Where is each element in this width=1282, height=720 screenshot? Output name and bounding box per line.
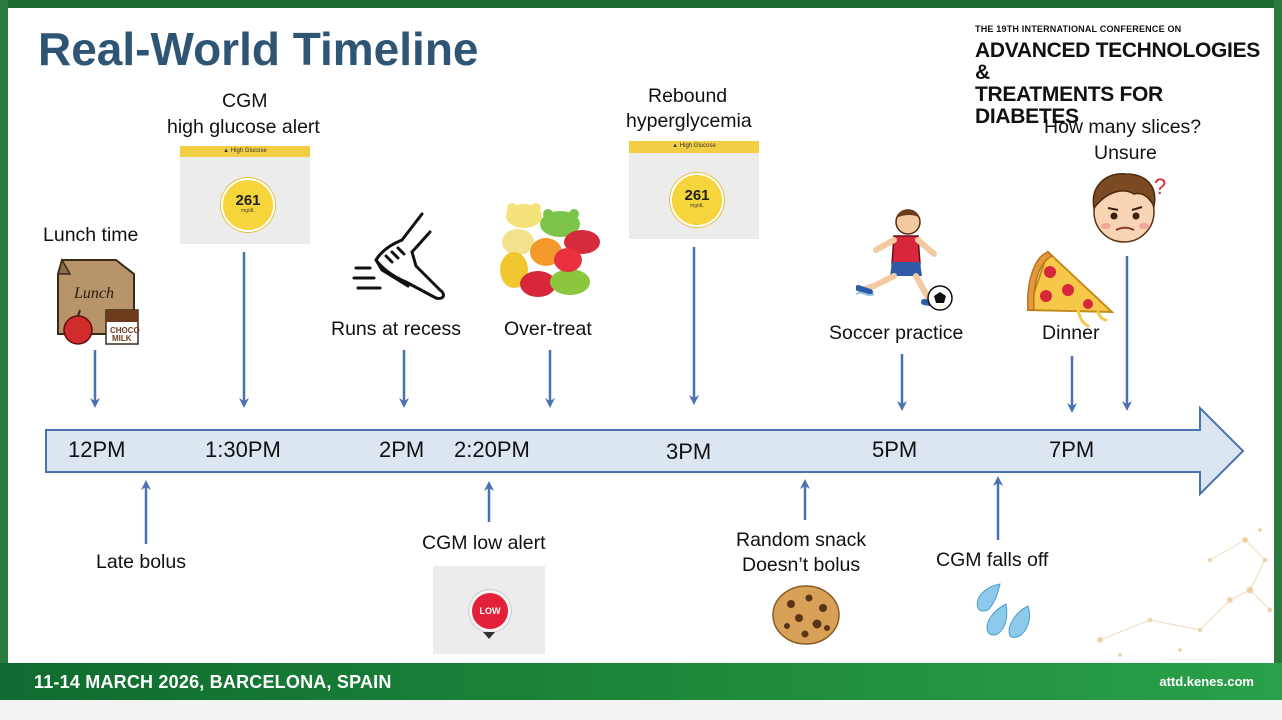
top-frame <box>0 0 1282 8</box>
label-late-bolus: Late bolus <box>96 551 186 573</box>
label-random-snack: Random snack <box>736 529 867 551</box>
water-drops-icon <box>976 583 1031 638</box>
label-rebound: Rebound <box>648 85 728 107</box>
conference-logo: THE 19TH INTERNATIONAL CONFERENCE ON ADV… <box>975 24 1270 128</box>
low-pointer-icon <box>483 632 495 639</box>
label-cgm: CGM <box>222 90 268 112</box>
label-doesnt-bolus: Doesn’t bolus <box>742 554 861 576</box>
footer-bar <box>0 663 1282 700</box>
label-unsure: Unsure <box>1094 142 1157 164</box>
lunch-bag-text: Lunch <box>73 285 114 302</box>
svg-text:?: ? <box>1154 174 1166 199</box>
glucose-value: 261 <box>235 192 261 209</box>
time-5pm: 5PM <box>872 437 918 462</box>
footer-dates: 11-14 MARCH 2026, BARCELONA, SPAIN <box>34 672 392 692</box>
right-frame <box>1274 0 1282 663</box>
left-frame <box>0 0 8 663</box>
label-over-treat: Over-treat <box>504 318 592 340</box>
conference-name-line1: ADVANCED TECHNOLOGIES & <box>975 39 1260 84</box>
gummy-bears-icon <box>500 203 600 297</box>
conference-name-line2: TREATMENTS FOR DIABETES <box>975 83 1163 128</box>
svg-text:CHOCO: CHOCO <box>110 326 140 335</box>
label-soccer-practice: Soccer practice <box>829 322 964 344</box>
lunch-bag-icon: Lunch CHOCO MILK <box>57 258 140 345</box>
label-hyperglycemia: hyperglycemia <box>626 110 752 132</box>
time-130pm: 1:30PM <box>205 437 281 462</box>
label-high-glucose-alert: high glucose alert <box>167 116 320 138</box>
label-runs-at-recess: Runs at recess <box>331 318 462 340</box>
label-lunch-time: Lunch time <box>43 224 139 246</box>
high-glucose-banner-2: ▲ High Glucose <box>629 141 759 153</box>
soccer-player-icon <box>856 209 953 311</box>
glucose-unit-2: mg/dL <box>690 203 704 209</box>
low-reading-bubble: LOW <box>469 590 511 632</box>
conference-tagline: THE 19TH INTERNATIONAL CONFERENCE ON <box>975 24 1182 34</box>
time-220pm: 2:20PM <box>454 437 530 462</box>
warning-icon: ▲ <box>223 148 231 154</box>
pizza-icon <box>1026 250 1114 328</box>
warning-icon-2: ▲ <box>672 143 680 149</box>
footer-website: attd.kenes.com <box>1159 674 1254 689</box>
network-decoration <box>1097 528 1273 657</box>
label-dinner: Dinner <box>1042 322 1100 344</box>
time-12pm: 12PM <box>68 437 126 462</box>
bottom-strip <box>0 700 1282 720</box>
sneaker-icon <box>352 212 445 300</box>
timeline-arrow <box>45 405 1245 497</box>
svg-text:MILK: MILK <box>112 334 132 343</box>
slide-title: Real-World Timeline <box>38 23 479 75</box>
time-7pm: 7PM <box>1049 437 1095 462</box>
time-3pm: 3PM <box>666 439 712 464</box>
glucose-value-2: 261 <box>684 187 710 204</box>
high-glucose-banner: ▲ High Glucose <box>180 146 310 157</box>
label-how-many-slices: How many slices? <box>1044 116 1202 138</box>
glucose-unit: mg/dL <box>241 208 255 214</box>
label-cgm-low-alert: CGM low alert <box>422 532 546 554</box>
confused-boy-icon: ? <box>1092 173 1166 243</box>
label-cgm-falls-off: CGM falls off <box>936 549 1049 571</box>
time-2pm: 2PM <box>379 437 425 462</box>
cookie-icon <box>772 585 840 645</box>
